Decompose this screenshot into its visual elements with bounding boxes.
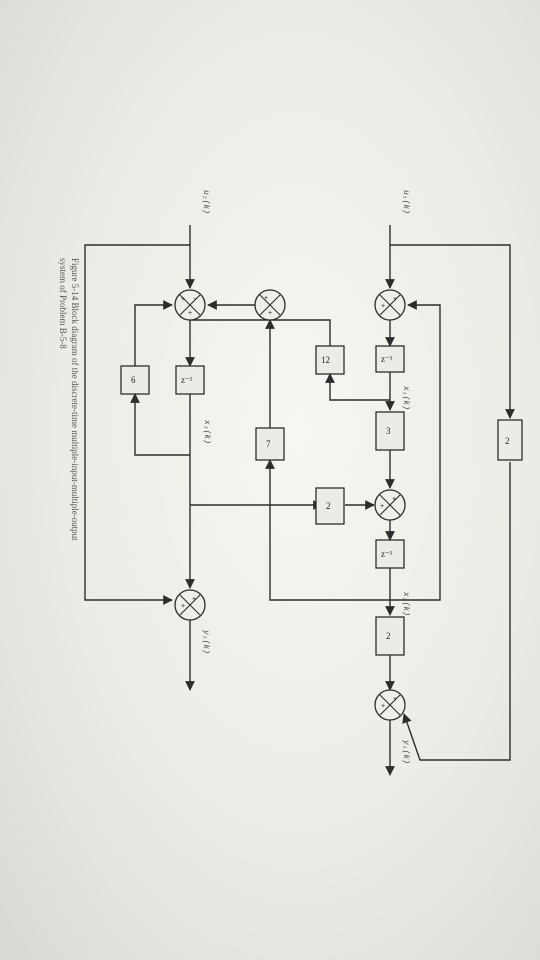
label-u1: u₁(k) <box>401 190 410 214</box>
svg-text:3: 3 <box>386 426 391 436</box>
svg-text:−: − <box>193 296 197 303</box>
gain-block-6: 6 <box>120 365 150 395</box>
svg-text:z⁻¹: z⁻¹ <box>181 375 193 385</box>
summing-junction-y1: ++ <box>374 689 406 721</box>
svg-text:2: 2 <box>505 436 510 446</box>
caption-line-1: Figure 5-14 Block diagram of the discret… <box>70 258 80 541</box>
svg-text:+: + <box>381 303 385 310</box>
gain-block-2-top: 2 <box>497 419 523 461</box>
summing-junction-x2: ++ <box>374 489 406 521</box>
caption-line-2: system of Problem B-5-8 <box>58 258 68 349</box>
svg-text:+: + <box>392 496 396 503</box>
gain-block-7: 7 <box>255 427 285 461</box>
svg-text:6: 6 <box>131 375 136 385</box>
svg-text:+: + <box>393 696 397 703</box>
figure-caption: Figure 5-14 Block diagram of the discret… <box>58 258 80 541</box>
svg-text:+: + <box>181 603 185 610</box>
summing-junction-y2: ++ <box>174 589 206 621</box>
summing-junction-u1: ++ <box>374 289 406 321</box>
label-x1: x₁(k) <box>401 385 410 410</box>
svg-text:+: + <box>380 503 384 510</box>
wires <box>84 225 515 776</box>
svg-text:7: 7 <box>266 439 271 449</box>
delay-block-3: z⁻¹ <box>175 365 205 395</box>
svg-text:+: + <box>264 295 268 302</box>
svg-text:+: + <box>268 310 272 317</box>
delay-block-2: z⁻¹ <box>375 539 405 569</box>
delay-block-1: z⁻¹ <box>375 345 405 373</box>
svg-text:2: 2 <box>386 631 391 641</box>
label-x3: x₃(k) <box>202 419 211 444</box>
svg-text:+: + <box>181 296 185 303</box>
svg-text:+: + <box>192 596 196 603</box>
gain-block-2-out: 2 <box>375 616 405 656</box>
gain-block-3: 3 <box>375 411 405 451</box>
svg-text:12: 12 <box>321 355 330 365</box>
svg-text:+: + <box>381 703 385 710</box>
label-x2: x₂(k) <box>401 591 410 616</box>
svg-text:2: 2 <box>326 501 331 511</box>
summing-junction-feedback: ++ <box>254 289 286 321</box>
label-y2: y₂(k) <box>201 629 210 654</box>
gain-block-12: 12 <box>315 345 345 375</box>
gain-block-2-mid: 2 <box>315 487 345 525</box>
svg-text:+: + <box>188 310 192 317</box>
svg-text:z⁻¹: z⁻¹ <box>381 549 393 559</box>
svg-text:+: + <box>393 296 397 303</box>
svg-text:z⁻¹: z⁻¹ <box>381 354 393 364</box>
label-y1: y₁(k) <box>401 739 410 764</box>
label-u2: u₂(k) <box>201 190 210 214</box>
summing-junction-u2: ++− <box>174 289 206 321</box>
